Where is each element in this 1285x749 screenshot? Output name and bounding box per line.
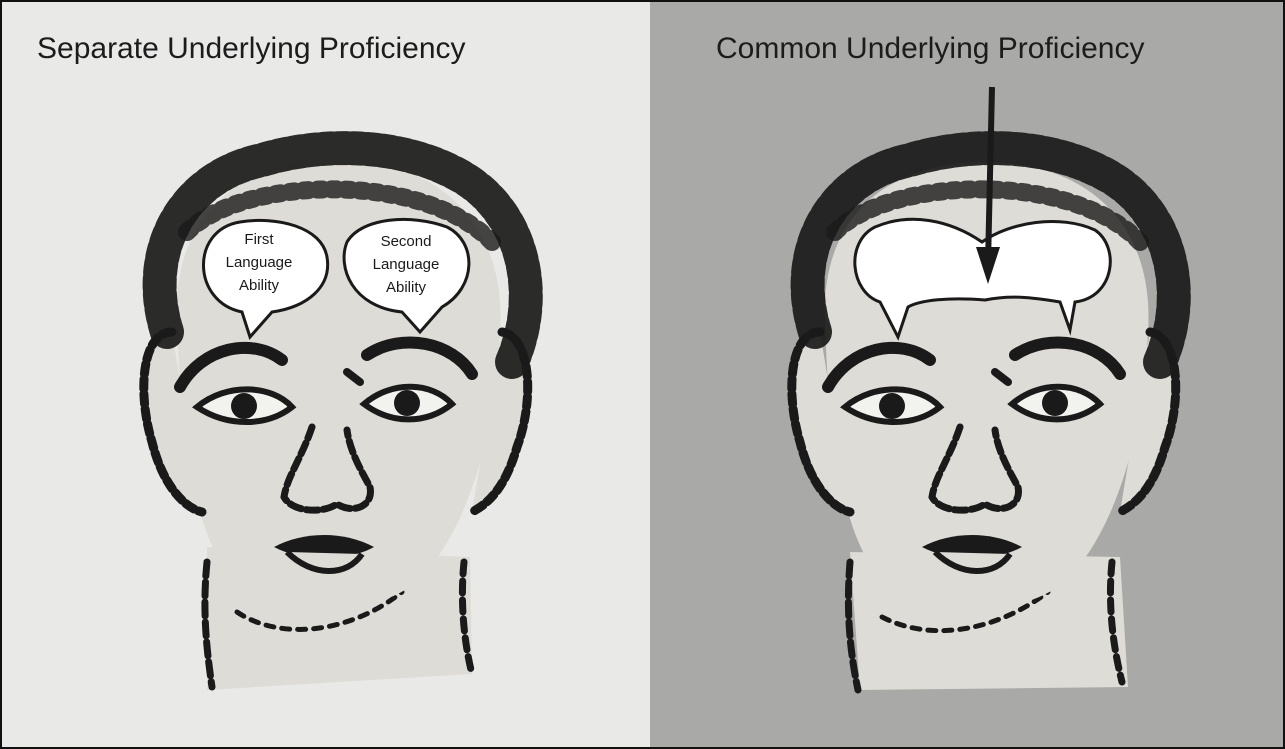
left-panel-title: Separate Underlying Proficiency bbox=[37, 32, 466, 66]
first-bubble-line-2: Language bbox=[226, 254, 293, 271]
right-pupil-right bbox=[1042, 390, 1068, 416]
first-bubble-line-1: First bbox=[244, 231, 274, 248]
left-pupil-right bbox=[394, 390, 420, 416]
left-face-illustration: First Language Ability Second Language A… bbox=[2, 2, 650, 749]
right-panel-title: Common Underlying Proficiency bbox=[716, 32, 1145, 66]
left-pupil-left bbox=[231, 393, 257, 419]
left-panel: First Language Ability Second Language A… bbox=[2, 2, 650, 747]
right-face-illustration bbox=[650, 2, 1285, 749]
second-bubble-line-2: Language bbox=[373, 256, 440, 273]
right-panel: Common Underlying Proficiency bbox=[650, 2, 1283, 747]
second-bubble-line-1: Second bbox=[381, 233, 432, 250]
right-pupil-left bbox=[879, 393, 905, 419]
first-bubble-line-3: Ability bbox=[239, 277, 280, 294]
down-arrow-shaft bbox=[988, 87, 992, 264]
second-bubble-line-3: Ability bbox=[386, 279, 427, 296]
